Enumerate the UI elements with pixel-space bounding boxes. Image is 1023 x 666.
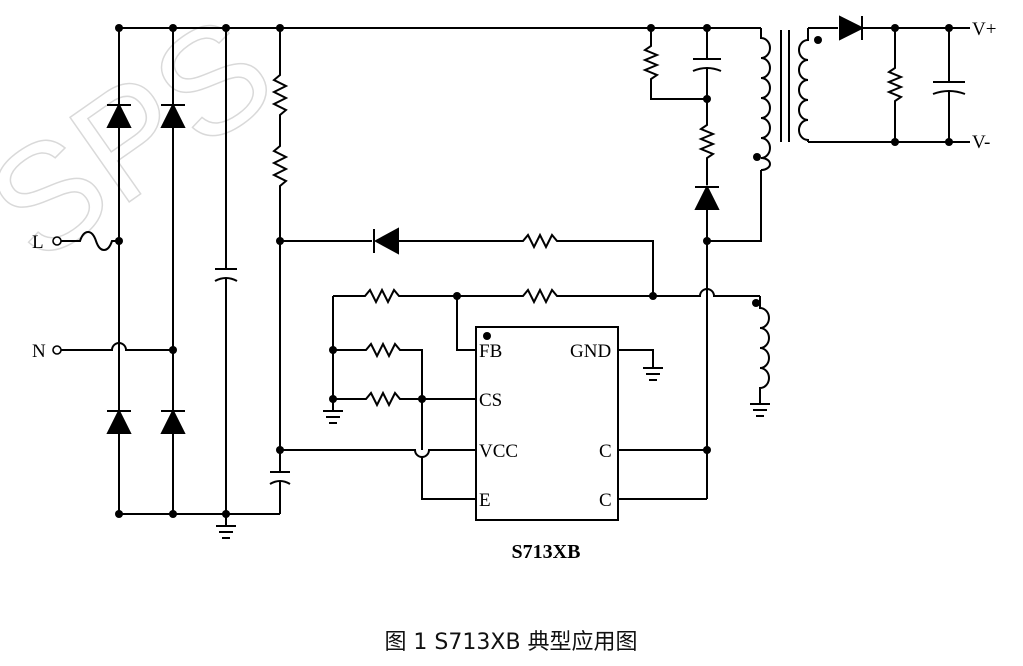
- secondary-output: V+ V-: [808, 15, 996, 153]
- ic-s713xb: FB CS VCC E GND C C S713XB: [475, 326, 707, 563]
- pin-cs-label: CS: [479, 390, 502, 411]
- ac-input: L N: [32, 231, 173, 362]
- neutral-terminal: [52, 345, 62, 355]
- bridge-diode-2: [160, 102, 186, 128]
- pin-gnd-label: GND: [570, 341, 611, 362]
- ic-part-number: S713XB: [512, 541, 581, 563]
- live-label: L: [32, 232, 44, 253]
- feedback-path: [280, 227, 657, 300]
- fb-cs-network: [280, 287, 760, 500]
- bulk-capacitor: [214, 24, 238, 539]
- pin-c2-label: C: [599, 490, 612, 511]
- snubber-resistor: [642, 28, 707, 100]
- current-sense-resistor: [333, 390, 476, 408]
- feedback-resistor-2: [457, 287, 760, 305]
- snubber-clamp: [642, 24, 762, 499]
- watermark-text: SPS: [0, 0, 301, 293]
- primary-winding: [760, 28, 771, 171]
- secondary-winding: [798, 28, 809, 142]
- transformer: [753, 28, 822, 171]
- startup-network: [269, 24, 291, 514]
- ground-symbol: [750, 403, 770, 417]
- ground-symbol: [216, 525, 236, 539]
- neutral-label: N: [32, 341, 46, 362]
- bridge-diode-1: [106, 102, 132, 128]
- ground-symbol: [323, 410, 343, 424]
- bridge-rectifier: [106, 24, 761, 518]
- output-load-resistor: [886, 28, 904, 142]
- ic-body: [475, 326, 619, 521]
- pin-fb-label: FB: [479, 341, 502, 362]
- pin-c1-label: C: [599, 441, 612, 462]
- bridge-diode-4: [160, 408, 186, 434]
- auxiliary-winding: [750, 296, 770, 417]
- feedback-resistor-1: [398, 232, 654, 296]
- figure-caption: 图 1 S713XB 典型应用图: [384, 630, 637, 655]
- fuse: [61, 231, 119, 251]
- pin-vcc-label: VCC: [479, 441, 518, 462]
- pin1-marker: [483, 332, 491, 340]
- vplus-label: V+: [972, 19, 996, 40]
- ground-symbol: [643, 367, 663, 381]
- bridge-diode-3: [106, 408, 132, 434]
- clamp-diode: [694, 184, 720, 210]
- vminus-label: V-: [972, 132, 990, 153]
- pin-e-label: E: [479, 490, 491, 511]
- transformer-core: [780, 30, 790, 142]
- startup-resistors: [271, 28, 289, 241]
- vcc-diode: [373, 227, 399, 255]
- output-diode: [839, 15, 865, 41]
